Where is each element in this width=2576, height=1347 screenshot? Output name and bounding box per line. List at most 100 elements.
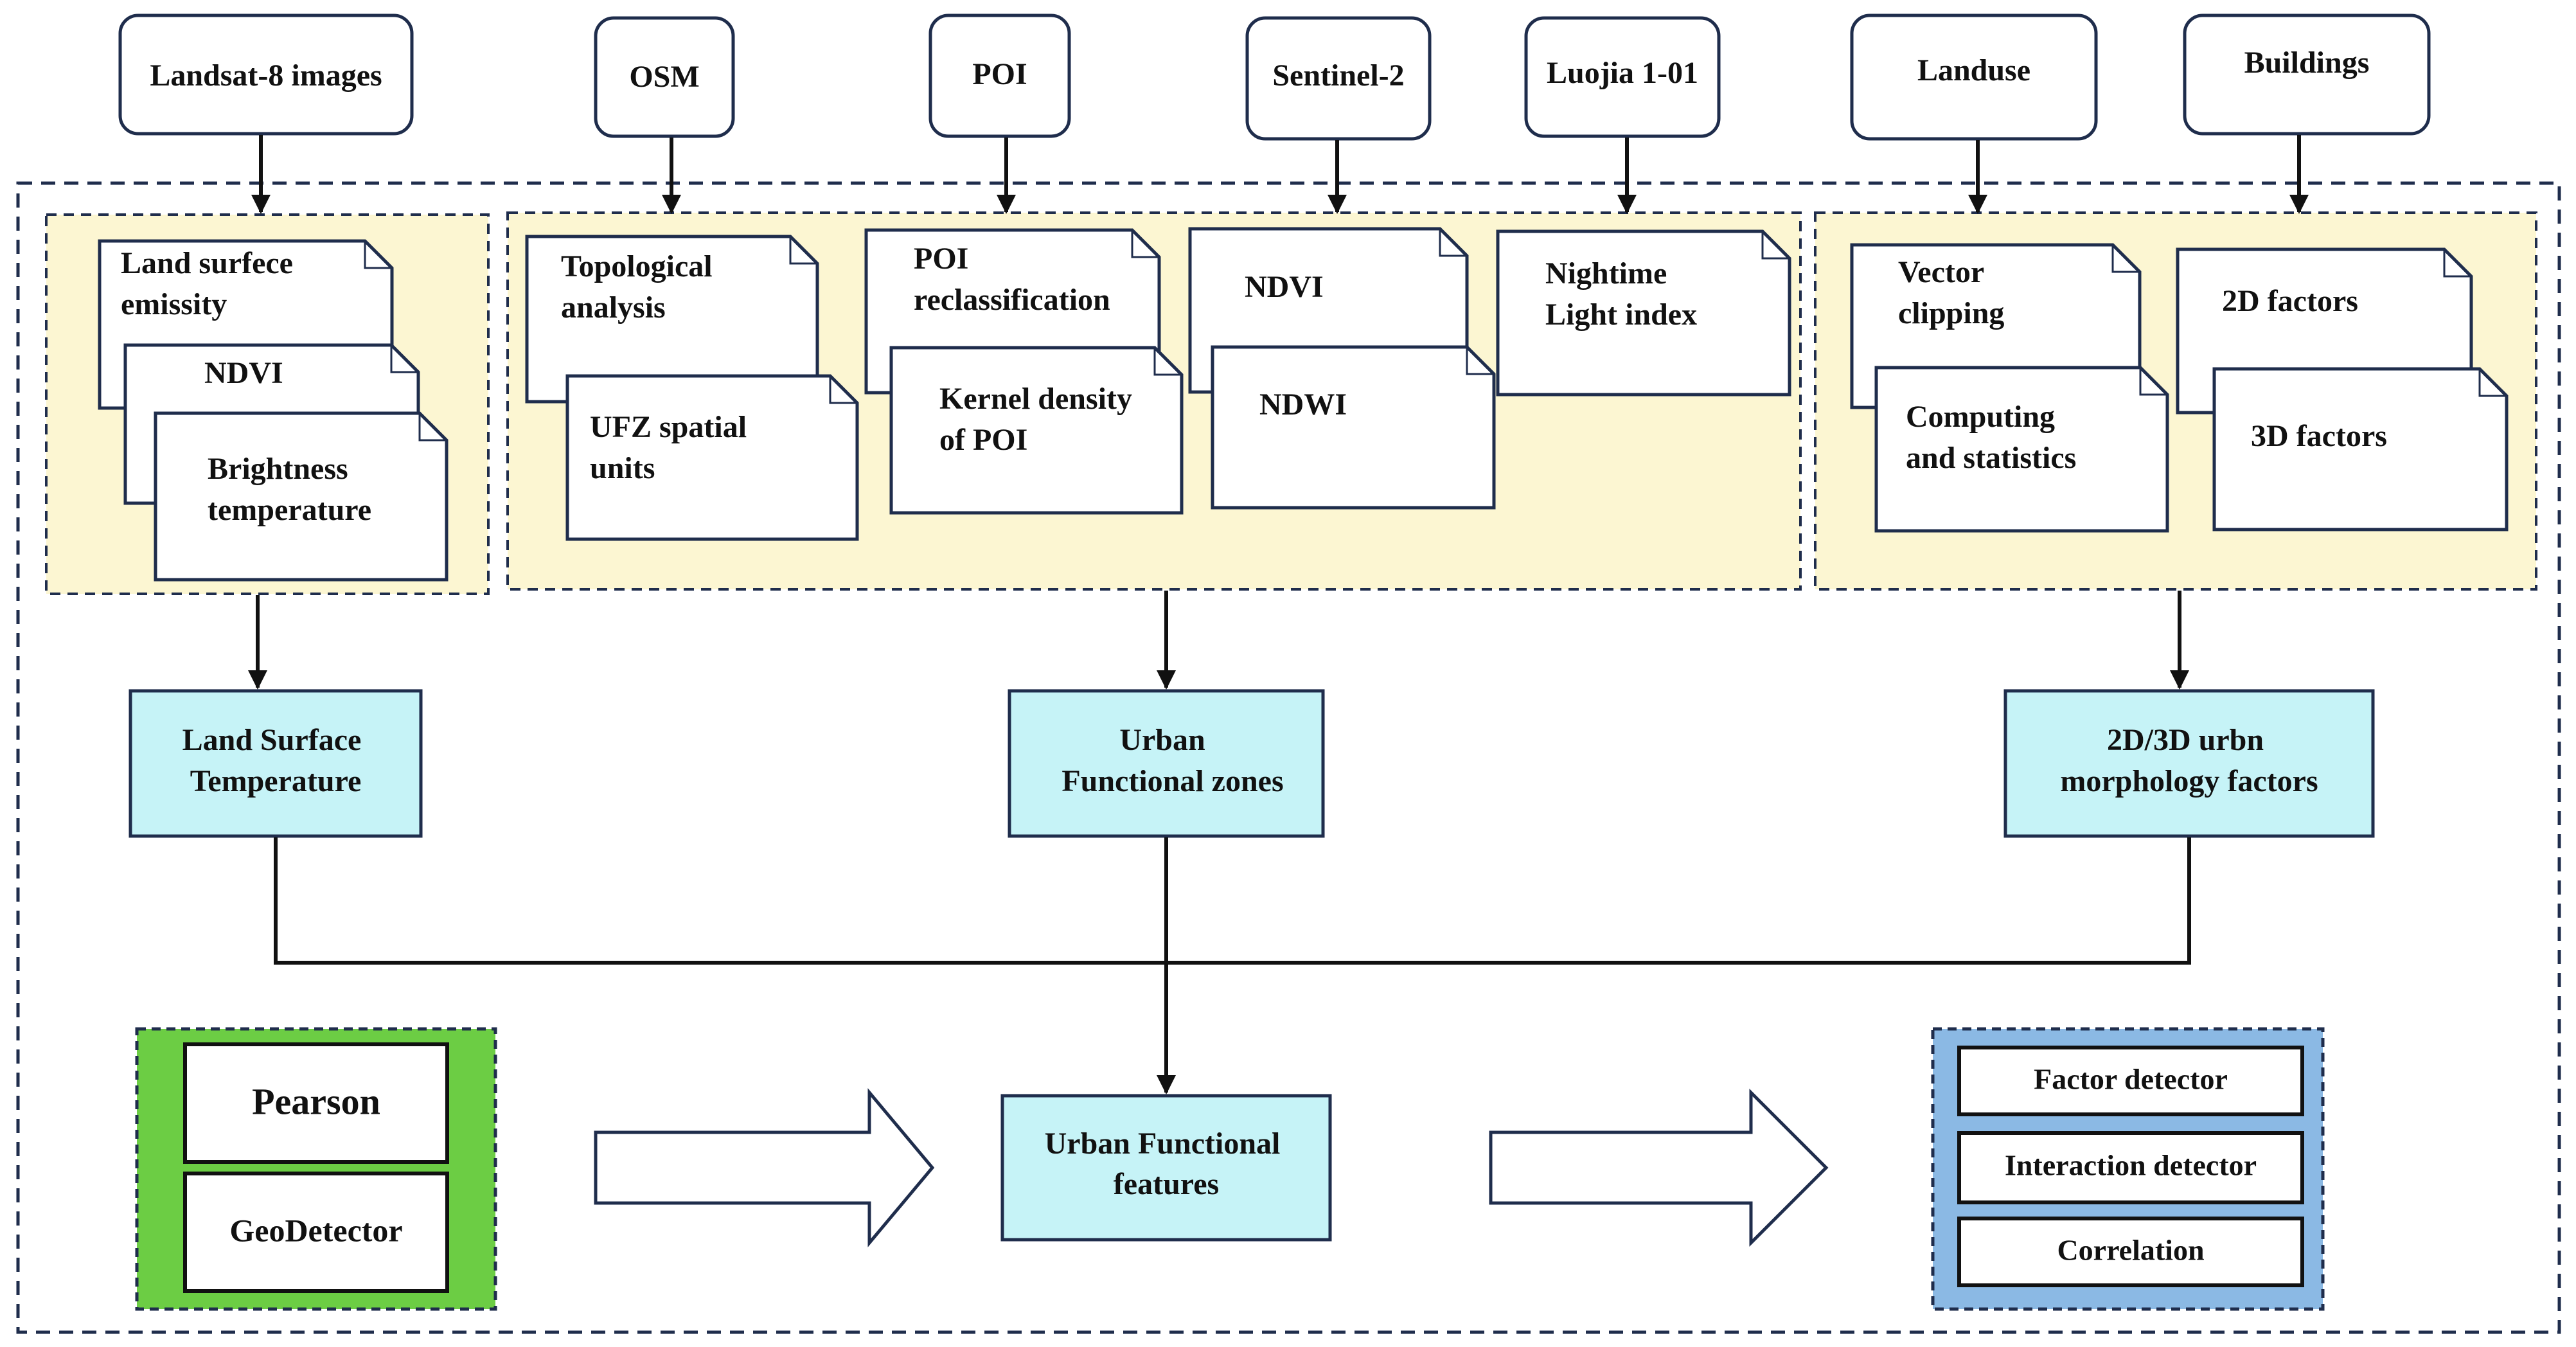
result-morphology-line-2: morphology factors (2060, 764, 2318, 798)
source-sentinel-label: Sentinel-2 (1272, 58, 1404, 93)
doc-card-fold (390, 345, 418, 373)
source-landuse-label: Landuse (1917, 53, 2030, 87)
source-buildings: Buildings (2183, 13, 2431, 136)
doc-card-text: Computing and statistics (1906, 400, 2076, 475)
source-osm-label: OSM (629, 60, 699, 94)
outer-frame (16, 181, 2561, 1334)
doc-card-line: NDVI (204, 356, 283, 390)
doc-card-line: and statistics (1906, 441, 2076, 475)
doc-card-fold (2443, 249, 2471, 278)
doc-card-fold (1466, 347, 1494, 375)
source-luojia: Luojia 1-01 (1524, 16, 1721, 138)
doc-card-text: POI reclassification (914, 242, 1110, 317)
source-poi-label: POI (972, 57, 1027, 91)
doc-card-text: NDWI (1259, 388, 1347, 422)
result-lst: Land Surface Temperature (129, 689, 423, 838)
result-lst-line-2: Temperature (190, 764, 362, 798)
doc-card-line: 3D factors (2251, 419, 2387, 453)
doc-card-line: reclassification (914, 283, 1110, 317)
detector-interaction: Interaction detector (1957, 1131, 2304, 1204)
result-lst-line-1: Land Surface (182, 723, 362, 757)
doc-card-line: NDVI (1245, 270, 1324, 304)
doc-card-fold (1439, 229, 1467, 257)
doc-card-line: NDWI (1259, 388, 1347, 422)
doc-card-line: 2D factors (2222, 284, 2358, 318)
svg-text:Urban Functional zones: Urban Functional zones (1061, 723, 1283, 798)
doc-card-text: NDVI (204, 356, 283, 390)
doc-card-fold (364, 241, 392, 269)
doc-card-line: of POI (939, 423, 1027, 457)
result-ufz-line-2: Functional zones (1061, 764, 1283, 798)
result-features: Urban Functional features (1000, 1094, 1332, 1242)
detector-correlation: Correlation (1957, 1217, 2304, 1287)
doc-card-shape (1211, 345, 1496, 510)
source-osm: OSM (594, 16, 735, 138)
doc-card-fold (2139, 368, 2167, 396)
doc-card-ufz-spatial-units: UFZ spatial units (565, 374, 859, 541)
doc-card-fold (1761, 231, 1790, 260)
doc-card-line: emissity (121, 287, 227, 321)
detector-factor-label: Factor detector (2034, 1063, 2228, 1096)
doc-card-shape (1874, 366, 2169, 533)
result-morphology-line-1: 2D/3D urbn (2107, 723, 2264, 757)
connector-merge (274, 837, 2191, 965)
method-pearson: Pearson (183, 1042, 449, 1164)
detector-correlation-label: Correlation (2057, 1234, 2204, 1267)
method-pearson-label: Pearson (252, 1080, 380, 1122)
doc-card-line: Kernel density (939, 382, 1132, 416)
result-features-line-1: Urban Functional (1045, 1127, 1281, 1161)
source-landsat-label: Landsat-8 images (150, 58, 382, 93)
doc-card-line: analysis (561, 290, 666, 325)
detector-factor: Factor detector (1957, 1046, 2304, 1116)
doc-card-line: Brightness (208, 452, 348, 486)
source-luojia-label: Luojia 1-01 (1547, 56, 1698, 90)
doc-card-fold (1131, 230, 1159, 258)
result-features-line-2: features (1114, 1167, 1219, 1201)
source-landsat: Landsat-8 images (118, 13, 414, 136)
svg-text:Land Surface Temperature: Land Surface Temperature (182, 723, 369, 798)
detector-interaction-label: Interaction detector (2005, 1149, 2257, 1182)
doc-card-line: UFZ spatial (590, 410, 747, 444)
doc-card-shape (889, 346, 1184, 515)
source-sentinel: Sentinel-2 (1245, 16, 1432, 141)
source-poi: POI (928, 13, 1071, 138)
doc-card-line: Topological (561, 249, 713, 283)
doc-card-line: POI (914, 242, 968, 276)
doc-card-line: Computing (1906, 400, 2055, 434)
doc-card-text: Brightness temperature (208, 452, 371, 527)
doc-card-shape (154, 411, 449, 582)
doc-card-text: 3D factors (2251, 419, 2387, 453)
hollow-arrow-right (1489, 1088, 1829, 1247)
doc-card-factors-3d: 3D factors (2212, 367, 2509, 531)
doc-card-shape (2212, 367, 2509, 531)
doc-card-kernel-density-poi: Kernel density of POI (889, 346, 1184, 515)
doc-card-line: Vector (1898, 255, 1984, 289)
doc-card-text: Topological analysis (561, 249, 713, 325)
source-landuse: Landuse (1850, 13, 2098, 141)
doc-card-line: units (590, 451, 655, 485)
result-ufz-line-1: Urban (1119, 723, 1205, 757)
doc-card-text: 2D factors (2222, 284, 2358, 318)
method-geodetector-label: GeoDetector (229, 1212, 402, 1248)
doc-card-line: Light index (1545, 298, 1697, 332)
doc-card-text: Kernel density of POI (939, 382, 1132, 457)
doc-card-line: Nightime (1545, 256, 1667, 290)
result-ufz: Urban Functional zones (1008, 689, 1325, 838)
doc-card-fold (1153, 348, 1182, 376)
result-morphology: 2D/3D urbn morphology factors (2003, 689, 2375, 838)
source-buildings-label: Buildings (2244, 46, 2370, 80)
doc-card-brightness-temperature: Brightness temperature (154, 411, 449, 582)
doc-card-line: temperature (208, 493, 371, 527)
doc-card-fold (789, 236, 817, 265)
doc-card-ndwi: NDWI (1211, 345, 1496, 510)
doc-card-topological-analysis: Topological analysis (525, 235, 819, 404)
doc-card-fold (829, 376, 857, 404)
doc-card-text: NDVI (1245, 270, 1324, 304)
svg-text:Urban Functional feature: Urban Functional features (1045, 1127, 1288, 1201)
